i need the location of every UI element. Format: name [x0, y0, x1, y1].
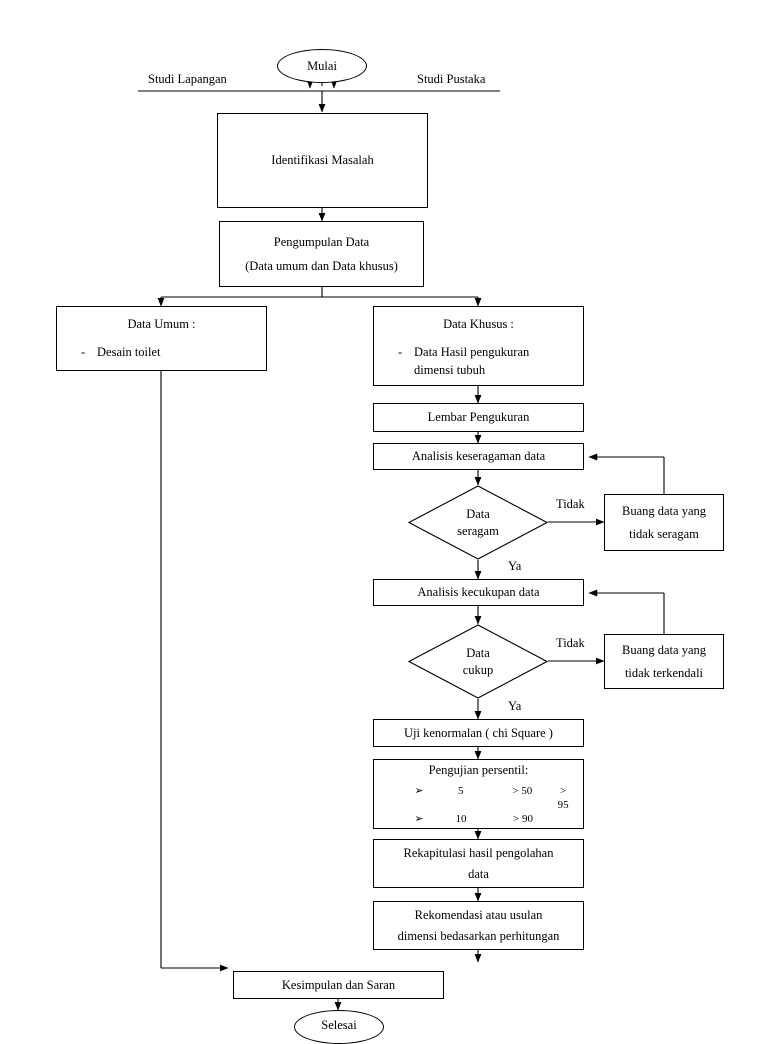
- node-rekomendasi[interactable]: Rekomendasi atau usulan dimensi bedasark…: [373, 901, 584, 950]
- node-buang-data-tidak-terkendali-line2: tidak terkendali: [624, 665, 704, 680]
- node-data-khusus-item-2: dimensi tubuh: [414, 363, 486, 378]
- node-data-umum[interactable]: Data Umum : - Desain toilet: [56, 306, 267, 371]
- persentil-r1-c2: > 90: [513, 812, 533, 825]
- node-data-umum-title: Data Umum :: [127, 317, 196, 331]
- node-analisis-keseragaman-label: Analisis keseragaman data: [411, 449, 546, 464]
- node-buang-data-tidak-seragam-line1: Buang data yang: [621, 504, 706, 519]
- decision-data-seragam-line1: Data: [466, 506, 490, 521]
- data-umum-bullet: -: [81, 345, 86, 360]
- node-pengumpulan-data-line2: (Data umum dan Data khusus): [245, 259, 398, 273]
- node-data-khusus-item-1: Data Hasil pengukuran: [414, 345, 530, 360]
- node-buang-data-tidak-terkendali[interactable]: Buang data yang tidak terkendali: [604, 634, 724, 689]
- decision-data-seragam-shape: [408, 485, 548, 560]
- node-rekomendasi-line2: dimensi bedasarkan perhitungan: [397, 928, 560, 943]
- persentil-r0-c2: > 50: [512, 785, 533, 798]
- node-lembar-pengukuran-label: Lembar Pengukuran: [427, 410, 530, 425]
- edge-label-tidak-2: Tidak: [556, 636, 585, 650]
- decision-data-seragam-line2: seragam: [457, 523, 499, 538]
- edge-label-ya-2: Ya: [508, 699, 522, 713]
- label-studi-lapangan: Studi Lapangan: [148, 72, 227, 86]
- node-data-khusus[interactable]: Data Khusus : - Data Hasil pengukuran di…: [373, 306, 584, 386]
- node-buang-data-tidak-seragam[interactable]: Buang data yang tidak seragam: [604, 494, 724, 551]
- node-pengumpulan-data-line1: Pengumpulan Data: [273, 234, 370, 249]
- node-pengujian-persentil-title: Pengujian persentil:: [428, 763, 529, 778]
- arrow-bullet-icon: ➢: [414, 785, 424, 798]
- node-data-khusus-title: Data Khusus :: [443, 317, 514, 331]
- node-analisis-kecukupan-label: Analisis kecukupan data: [417, 585, 540, 600]
- node-identifikasi-masalah[interactable]: Identifikasi Masalah: [217, 113, 428, 208]
- node-rekomendasi-line1: Rekomendasi atau usulan: [414, 908, 543, 923]
- decision-data-seragam[interactable]: Data seragam: [408, 485, 548, 560]
- node-start[interactable]: Mulai: [277, 49, 367, 83]
- node-rekapitulasi[interactable]: Rekapitulasi hasil pengolahan data: [373, 839, 584, 888]
- node-analisis-kecukupan[interactable]: Analisis kecukupan data: [373, 579, 584, 606]
- decision-data-cukup-shape: [408, 624, 548, 699]
- persentil-r1-c1: 10: [455, 812, 467, 825]
- node-data-umum-item: Desain toilet: [97, 345, 161, 360]
- decision-data-cukup-line2: cukup: [462, 662, 494, 677]
- edge-label-tidak-1: Tidak: [556, 497, 585, 511]
- node-start-label: Mulai: [307, 58, 337, 73]
- node-lembar-pengukuran[interactable]: Lembar Pengukuran: [373, 403, 584, 432]
- persentil-row: ➢ 5 > 50 > 95: [384, 785, 573, 813]
- persentil-row: ➢ 10 > 90: [384, 813, 573, 827]
- node-pengumpulan-data[interactable]: Pengumpulan Data (Data umum dan Data khu…: [219, 221, 424, 287]
- decision-data-cukup[interactable]: Data cukup: [408, 624, 548, 699]
- persentil-r0-c1: 5: [457, 785, 464, 798]
- persentil-r0-c3: > 95: [557, 785, 569, 812]
- data-khusus-bullet: -: [398, 345, 403, 360]
- node-rekapitulasi-line2: data: [468, 866, 489, 881]
- node-kesimpulan-saran[interactable]: Kesimpulan dan Saran: [233, 971, 444, 999]
- label-studi-pustaka: Studi Pustaka: [417, 72, 486, 86]
- decision-data-cukup-line1: Data: [466, 645, 490, 660]
- node-buang-data-tidak-terkendali-line1: Buang data yang: [621, 643, 706, 658]
- node-uji-kenormalan[interactable]: Uji kenormalan ( chi Square ): [373, 719, 584, 747]
- node-buang-data-tidak-seragam-line2: tidak seragam: [629, 526, 699, 541]
- edge-label-ya-1: Ya: [508, 559, 522, 573]
- node-analisis-keseragaman[interactable]: Analisis keseragaman data: [373, 443, 584, 470]
- node-kesimpulan-saran-label: Kesimpulan dan Saran: [281, 977, 396, 992]
- node-identifikasi-masalah-label: Identifikasi Masalah: [271, 153, 374, 168]
- arrow-bullet-icon: ➢: [414, 812, 424, 825]
- node-uji-kenormalan-label: Uji kenormalan ( chi Square ): [404, 725, 553, 740]
- node-pengujian-persentil[interactable]: Pengujian persentil: ➢ 5 > 50 > 95 ➢ 10 …: [373, 759, 584, 829]
- node-selesai-label: Selesai: [321, 1017, 357, 1032]
- node-rekapitulasi-line1: Rekapitulasi hasil pengolahan: [403, 846, 554, 861]
- node-selesai[interactable]: Selesai: [294, 1010, 384, 1044]
